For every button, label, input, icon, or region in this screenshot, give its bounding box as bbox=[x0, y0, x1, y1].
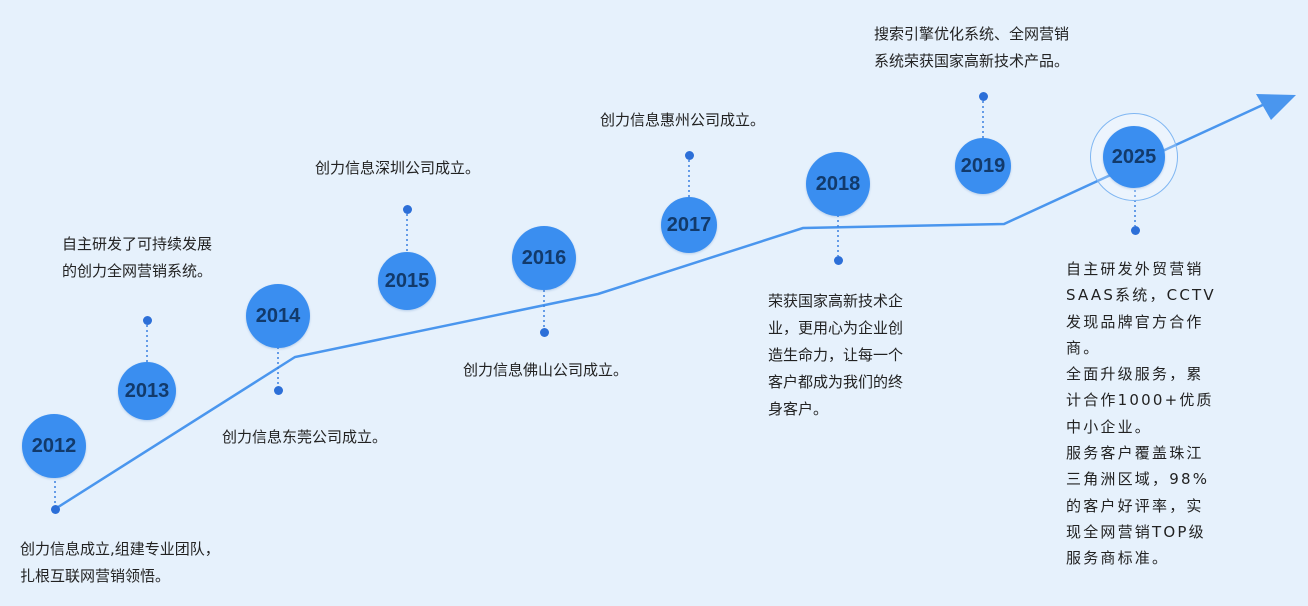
milestone-text-2015: 创力信息深圳公司成立。 bbox=[315, 155, 480, 182]
year-label-2012: 2012 bbox=[31, 434, 77, 457]
marker-dot-2017 bbox=[685, 151, 694, 160]
milestone-line: 发现品牌官方合作 bbox=[1066, 312, 1204, 331]
milestone-line: 的创力全网营销系统。 bbox=[62, 262, 213, 280]
milestone-line: 的客户好评率，实 bbox=[1066, 496, 1204, 515]
milestone-text-2017: 创力信息惠州公司成立。 bbox=[600, 107, 765, 134]
milestone-line: 创力信息惠州公司成立。 bbox=[600, 111, 766, 129]
marker-dot-2012 bbox=[51, 505, 60, 514]
milestone-line: 创力信息成立,组建专业团队， bbox=[20, 540, 220, 558]
year-circle-2025: 2025 bbox=[1103, 126, 1165, 188]
year-circle-2015: 2015 bbox=[378, 252, 436, 310]
milestone-text-2016: 创力信息佛山公司成立。 bbox=[463, 357, 628, 384]
arrow-head-icon bbox=[1256, 94, 1296, 120]
marker-dot-2016 bbox=[540, 328, 549, 337]
milestone-line: SAAS系统，CCTV bbox=[1066, 286, 1216, 305]
year-circle-2017: 2017 bbox=[661, 197, 717, 253]
milestone-line: 系统荣获国家高新技术产品。 bbox=[874, 52, 1070, 70]
marker-dot-2013 bbox=[143, 316, 152, 325]
year-label-2014: 2014 bbox=[255, 304, 301, 327]
milestone-text-2019: 搜索引擎优化系统、全网营销 系统荣获国家高新技术产品。 bbox=[874, 21, 1069, 75]
year-label-2015: 2015 bbox=[384, 269, 430, 292]
year-label-2016: 2016 bbox=[521, 246, 567, 269]
milestone-line: 创力信息佛山公司成立。 bbox=[463, 361, 629, 379]
milestone-line: 计合作1000+优质 bbox=[1066, 391, 1214, 410]
milestone-line: 三角洲区域，98% bbox=[1066, 470, 1210, 489]
milestone-line: 荣获国家高新技术企 bbox=[768, 292, 904, 310]
milestone-line: 服务客户覆盖珠江 bbox=[1066, 444, 1204, 463]
year-circle-2012: 2012 bbox=[22, 414, 86, 478]
year-label-2025: 2025 bbox=[1111, 145, 1157, 168]
timeline-trend-line bbox=[54, 101, 1268, 511]
marker-dot-2018 bbox=[834, 256, 843, 265]
milestone-text-2014: 创力信息东莞公司成立。 bbox=[222, 424, 387, 451]
milestone-text-2018: 荣获国家高新技术企 业，更用心为企业创 造生命力，让每一个 客户都成为我们的终 … bbox=[768, 288, 903, 423]
milestone-line: 扎根互联网营销领悟。 bbox=[20, 567, 171, 585]
year-label-2017: 2017 bbox=[666, 213, 712, 236]
milestone-text-2025: 自主研发外贸营销 SAAS系统，CCTV 发现品牌官方合作 商。 全面升级服务，… bbox=[1066, 256, 1216, 572]
milestone-text-2012: 创力信息成立,组建专业团队， 扎根互联网营销领悟。 bbox=[20, 536, 220, 590]
milestone-line: 客户都成为我们的终 bbox=[768, 373, 904, 391]
milestone-line: 中小企业。 bbox=[1066, 417, 1153, 436]
milestone-line: 创力信息深圳公司成立。 bbox=[315, 159, 481, 177]
milestone-line: 自主研发外贸营销 bbox=[1066, 260, 1204, 278]
milestone-line: 服务商标准。 bbox=[1066, 549, 1170, 568]
year-circle-2018: 2018 bbox=[806, 152, 870, 216]
milestone-line: 商。 bbox=[1066, 338, 1101, 357]
milestone-line: 搜索引擎优化系统、全网营销 bbox=[874, 25, 1070, 43]
year-circle-2013: 2013 bbox=[118, 362, 176, 420]
milestone-text-2013: 自主研发了可持续发展 的创力全网营销系统。 bbox=[62, 231, 212, 285]
year-circle-2016: 2016 bbox=[512, 226, 576, 290]
year-label-2018: 2018 bbox=[815, 172, 861, 195]
year-label-2019: 2019 bbox=[960, 154, 1006, 177]
milestone-line: 全面升级服务，累 bbox=[1066, 365, 1204, 384]
milestone-line: 业，更用心为企业创 bbox=[768, 319, 904, 337]
year-label-2013: 2013 bbox=[124, 379, 170, 402]
milestone-line: 造生命力，让每一个 bbox=[768, 346, 904, 364]
marker-dot-2025 bbox=[1131, 226, 1140, 235]
milestone-line: 现全网营销TOP级 bbox=[1066, 522, 1206, 541]
marker-dot-2015 bbox=[403, 205, 412, 214]
milestone-line: 创力信息东莞公司成立。 bbox=[222, 428, 388, 446]
year-circle-2019: 2019 bbox=[955, 138, 1011, 194]
milestone-line: 自主研发了可持续发展 bbox=[62, 235, 213, 253]
year-circle-2014: 2014 bbox=[246, 284, 310, 348]
connector-lines bbox=[54, 101, 1136, 506]
marker-dot-2019 bbox=[979, 92, 988, 101]
marker-dot-2014 bbox=[274, 386, 283, 395]
milestone-line: 身客户。 bbox=[768, 400, 829, 418]
